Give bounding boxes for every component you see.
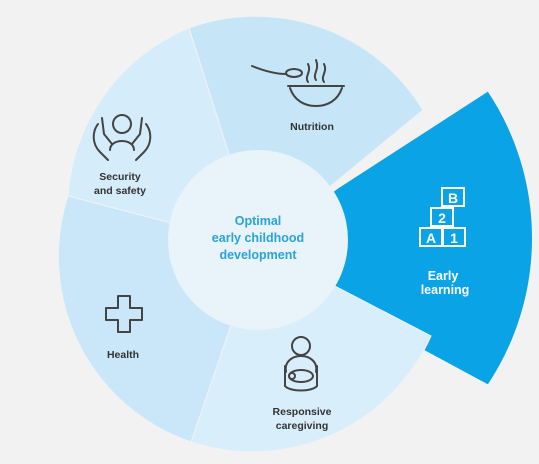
label-early-learning-line-1: Early [428, 269, 459, 283]
center-title-line-1: Optimal [235, 214, 282, 228]
bowl-with-spoon-icon [251, 59, 345, 107]
block-letter-a: A [426, 230, 436, 246]
abc-blocks-icon [419, 187, 466, 247]
label-early-learning-line-2: learning [421, 283, 470, 297]
label-health: Health [107, 349, 139, 361]
center-title-line-2: early childhood [212, 231, 304, 245]
hands-protecting-person-icon [92, 114, 152, 161]
segment-early-learning [257, 90, 533, 386]
block-number-1: 1 [450, 230, 458, 246]
block-letter-b: B [448, 190, 458, 206]
label-nutrition: Nutrition [290, 121, 334, 133]
label-security-line-1: Security [99, 171, 141, 183]
label-security-line-2: and safety [94, 185, 146, 197]
label-responsive-line-1: Responsive [273, 406, 332, 418]
block-number-2: 2 [438, 210, 446, 226]
medical-cross-icon [105, 295, 143, 333]
center-title-line-3: development [219, 248, 297, 262]
person-holding-baby-icon [284, 336, 318, 392]
center-circle [168, 150, 348, 330]
label-responsive-line-2: caregiving [276, 420, 329, 432]
